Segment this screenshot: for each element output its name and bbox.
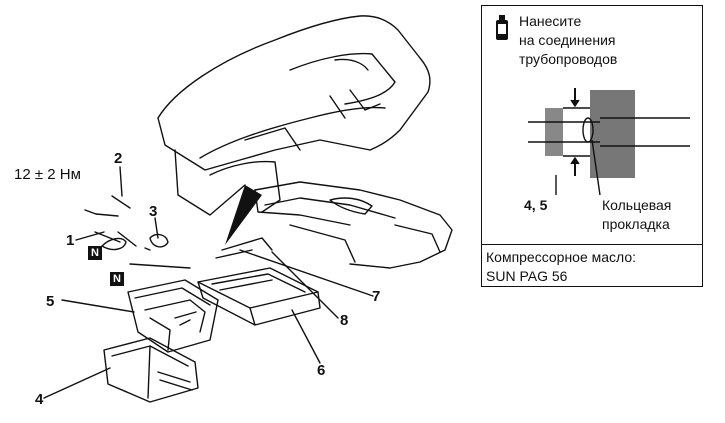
callout-7: 7 — [372, 288, 381, 305]
callout-2: 2 — [114, 150, 123, 167]
lower-housing — [103, 337, 199, 403]
panel-divider — [482, 244, 702, 245]
parts-reference: 4, 5 — [524, 197, 548, 213]
callout-3: 3 — [149, 203, 158, 220]
callout-6: 6 — [317, 362, 326, 379]
instruction-line-3: трубопроводов — [519, 51, 618, 67]
oil-spec-line-1: Компрессорное масло: — [486, 249, 637, 265]
callout-1: 1 — [66, 232, 75, 249]
n-badge: N — [88, 246, 102, 260]
callout-5: 5 — [46, 293, 55, 310]
center-console — [254, 181, 453, 269]
blower-housing — [127, 279, 219, 353]
oil-can-icon — [496, 15, 508, 40]
callout-leaders — [43, 166, 374, 399]
oring-label-line-1: Кольцевая — [602, 197, 672, 213]
instruction-line-2: на соединения — [519, 32, 616, 48]
callout-4: 4 — [35, 391, 44, 408]
torque-spec: 12 ± 2 Нм — [14, 166, 81, 183]
n-badge: N — [110, 272, 124, 286]
callout-8: 8 — [340, 312, 349, 329]
instruction-line-1: Нанесите — [519, 13, 582, 29]
location-pointer — [225, 185, 262, 245]
dashboard-outline — [157, 15, 431, 216]
oil-spec-line-2: SUN PAG 56 — [486, 268, 568, 284]
evaporator-case — [197, 267, 321, 326]
pipe-joint-detail — [528, 88, 690, 196]
detail-panel: Нанесите на соединения трубопроводов 4, … — [481, 5, 703, 287]
small-parts — [84, 195, 273, 269]
oring-label-line-2: прокладка — [602, 216, 670, 232]
